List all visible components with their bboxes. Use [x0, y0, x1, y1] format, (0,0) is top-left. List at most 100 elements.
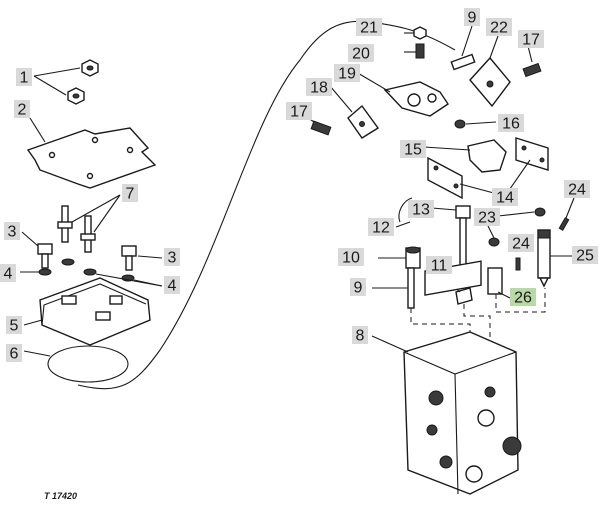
callout-20: 20 — [348, 44, 374, 63]
callout-box — [350, 278, 366, 296]
callout-6: 6 — [6, 344, 22, 363]
callout-18: 18 — [306, 78, 332, 97]
nut-16 — [454, 119, 466, 129]
callout-label: 8 — [356, 328, 365, 345]
callout-label: 9 — [468, 10, 477, 27]
callout-label: 1 — [20, 70, 29, 87]
callout-9: 9 — [464, 8, 480, 27]
valve-cover-5 — [39, 277, 151, 346]
cam-plate-15 — [467, 139, 507, 173]
callout-label: 16 — [502, 116, 520, 133]
plate-22 — [469, 56, 511, 108]
callout-box — [348, 44, 374, 62]
callout-21: 21 — [356, 18, 382, 37]
callout-label: 3 — [8, 224, 17, 241]
callout-14: 14 — [492, 188, 518, 207]
callout-label: 24 — [568, 182, 586, 199]
nut-21 — [413, 26, 427, 40]
callout-box — [572, 246, 598, 264]
callout-box — [518, 30, 544, 48]
callout-box — [16, 68, 32, 86]
callout-box — [368, 218, 394, 236]
callout-box — [164, 276, 180, 294]
callout-label: 21 — [360, 20, 378, 37]
callout-label: 10 — [342, 250, 360, 267]
callout-25: 25 — [572, 246, 598, 265]
bolt-3-right — [121, 245, 137, 271]
callout-4: 4 — [164, 276, 180, 295]
callout-10: 10 — [338, 248, 364, 267]
spring-10 — [405, 246, 421, 269]
callout-box — [352, 326, 368, 344]
cover-plate — [26, 127, 157, 189]
callout-label: 25 — [576, 248, 594, 265]
callout-label: 22 — [490, 20, 508, 37]
callout-label: 9 — [354, 280, 363, 297]
callout-4: 4 — [0, 264, 16, 283]
plunger-26 — [487, 267, 503, 295]
callout-label: 15 — [404, 142, 422, 159]
callout-box — [492, 188, 518, 206]
callout-box — [464, 8, 480, 26]
callout-label: 7 — [126, 186, 135, 203]
callout-label: 4 — [4, 266, 13, 283]
callout-label: 23 — [478, 210, 496, 227]
callout-box — [6, 316, 22, 334]
callout-5: 5 — [6, 316, 22, 335]
callout-label: 12 — [372, 220, 390, 237]
screw-17-left — [310, 120, 332, 136]
callout-label: 4 — [168, 278, 177, 295]
callout-11: 11 — [426, 256, 452, 275]
callout-box — [0, 264, 16, 282]
pin-9-center — [407, 267, 415, 309]
studs-7 — [57, 205, 96, 253]
callout-12: 12 — [368, 218, 394, 237]
callout-box — [426, 256, 452, 274]
callout-23: 23 — [474, 208, 500, 227]
callout-label: 24 — [512, 236, 530, 253]
callout-24: 24 — [508, 234, 534, 253]
nut-1b — [67, 87, 85, 105]
washers-4 — [38, 258, 135, 282]
callout-box — [306, 78, 332, 96]
callout-label: 26 — [514, 290, 532, 307]
callout-2: 2 — [14, 100, 30, 119]
callout-box — [400, 140, 426, 158]
lever-19 — [383, 81, 449, 117]
callout-box — [408, 200, 434, 218]
callout-label: 11 — [431, 258, 448, 275]
callout-box — [356, 18, 382, 36]
callout-box — [498, 114, 524, 132]
plate-18 — [347, 104, 380, 139]
nut-23 — [488, 207, 546, 247]
callout-label: 13 — [412, 202, 430, 219]
callout-box — [338, 248, 364, 266]
pin-9-top — [450, 53, 476, 71]
callout-3: 3 — [164, 248, 180, 267]
screw-17-top — [522, 62, 542, 78]
callout-box — [14, 100, 30, 118]
callout-3: 3 — [4, 222, 20, 241]
nut-1a — [81, 59, 99, 77]
callout-16: 16 — [498, 114, 524, 133]
callout-box — [486, 18, 512, 36]
callout-15: 15 — [400, 140, 426, 159]
callout-box — [508, 234, 534, 252]
callout-7: 7 — [122, 184, 138, 203]
callout-label: 19 — [338, 66, 356, 83]
callout-13: 13 — [408, 200, 434, 219]
callout-box — [122, 184, 138, 202]
callout-label: 17 — [290, 104, 308, 121]
assembly-connector-line — [77, 20, 456, 390]
spring-20 — [415, 43, 425, 59]
callout-box — [564, 180, 590, 198]
valve-25 — [537, 229, 551, 288]
o-ring-6 — [47, 345, 129, 383]
callout-24: 24 — [564, 180, 590, 199]
figure-reference: T 17420 — [44, 491, 77, 501]
callout-label: 18 — [310, 80, 328, 97]
callout-box — [6, 344, 22, 362]
valve-housing-8 — [403, 260, 522, 495]
callout-box — [286, 102, 312, 120]
